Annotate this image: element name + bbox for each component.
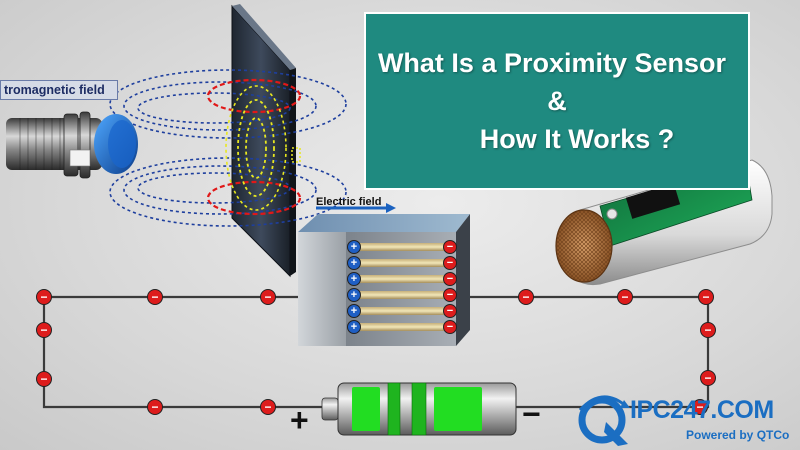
electron-charge-icon: − bbox=[260, 289, 276, 305]
positive-charge-icon: + bbox=[347, 240, 361, 254]
electron-charge-icon: − bbox=[260, 399, 276, 415]
positive-charge-icon: + bbox=[347, 304, 361, 318]
electron-charge-icon: − bbox=[36, 322, 52, 338]
negative-charge-icon: − bbox=[443, 320, 457, 334]
electron-charge-icon: − bbox=[700, 322, 716, 338]
title-line-1: What Is a Proximity Sensor bbox=[377, 48, 727, 78]
electron-charge-icon: − bbox=[700, 370, 716, 386]
negative-charge-icon: − bbox=[443, 272, 457, 286]
proximity-sensor-module bbox=[555, 159, 773, 286]
title-line-3: How It Works ? bbox=[479, 124, 675, 154]
electron-charge-icon: − bbox=[36, 289, 52, 305]
electron-charge-icon: − bbox=[692, 399, 708, 415]
electron-charge-icon: − bbox=[147, 399, 163, 415]
inductive-sensor bbox=[6, 111, 138, 179]
circuit-wires bbox=[42, 295, 710, 409]
title-line-2: & bbox=[547, 86, 567, 116]
electromagnetic-field-label: tromagnetic field bbox=[0, 80, 118, 100]
positive-charge-icon: + bbox=[347, 320, 361, 334]
electron-charge-icon: − bbox=[147, 289, 163, 305]
positive-charge-icon: + bbox=[347, 288, 361, 302]
logo-brand-text: IPC247.COM bbox=[630, 396, 774, 424]
logo-tagline: Powered by QTCo bbox=[686, 428, 790, 442]
electron-charge-icon: − bbox=[617, 289, 633, 305]
battery-positive-sign: + bbox=[290, 402, 309, 438]
positive-charge-icon: + bbox=[347, 272, 361, 286]
electron-charge-icon: − bbox=[518, 289, 534, 305]
metal-target-plate bbox=[231, 4, 301, 278]
capacitive-sensor-block bbox=[298, 214, 470, 346]
qtco-logo-icon bbox=[578, 395, 630, 446]
battery bbox=[321, 382, 517, 436]
electric-field-arrow bbox=[316, 203, 396, 213]
electric-field-label: Electric field bbox=[316, 196, 382, 208]
battery-negative-sign: − bbox=[522, 396, 541, 432]
electron-charge-icon: − bbox=[36, 371, 52, 387]
negative-charge-icon: − bbox=[443, 256, 457, 270]
negative-charge-icon: − bbox=[443, 288, 457, 302]
electron-charge-icon: − bbox=[698, 289, 714, 305]
positive-charge-icon: + bbox=[347, 256, 361, 270]
negative-charge-icon: − bbox=[443, 240, 457, 254]
negative-charge-icon: − bbox=[443, 304, 457, 318]
electromagnetic-field-lines bbox=[109, 69, 347, 227]
title-box: What Is a Proximity Sensor & How It Work… bbox=[364, 12, 750, 190]
